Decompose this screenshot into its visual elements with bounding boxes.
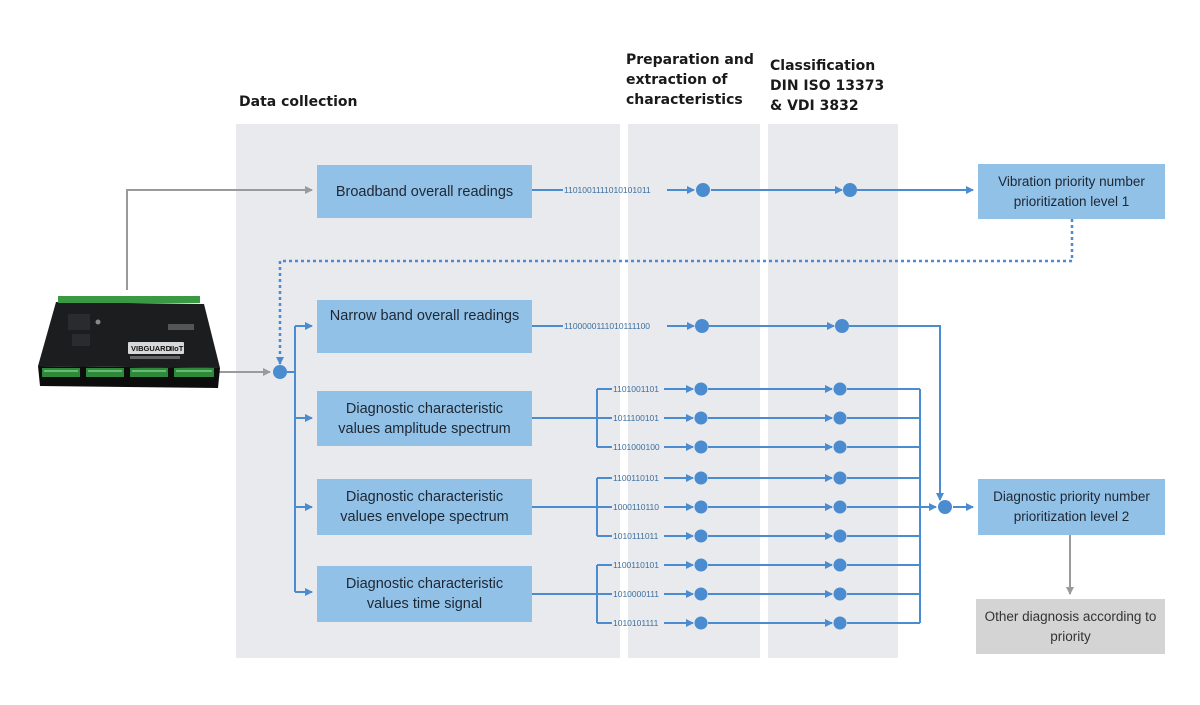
envelope-class-node-3: [833, 529, 847, 543]
amplitude-class-node-1: [833, 382, 847, 396]
device-to-broadband-line: [126, 186, 313, 290]
data-collection-header: Data collection: [239, 94, 358, 110]
time-signal-flow: [532, 565, 598, 623]
amplitude-spectrum-box: Diagnostic characteristic values amplitu…: [317, 391, 532, 446]
envelope-class-node-2: [833, 500, 847, 514]
time_signal-class-node-3: [833, 616, 847, 630]
narrow-prep-node: [695, 319, 709, 333]
narrow-bitcode: 1100000111010111100: [564, 321, 650, 331]
preparation-header: Preparation and extraction of characteri…: [626, 52, 754, 108]
amplitude-prep-node-2: [694, 411, 708, 425]
envelope-bitcode-3: 1010111011: [613, 531, 659, 541]
amplitude-class-node-3: [833, 440, 847, 454]
merge-junction: [938, 500, 952, 514]
broadband-class-node: [843, 183, 857, 197]
amplitude-class-node-2: [833, 411, 847, 425]
broadband-readings-box: Broadband overall readings: [317, 165, 532, 218]
input-hub-junction: [273, 365, 287, 379]
amplitude-prep-node-3: [694, 440, 708, 454]
envelope-bitcode-2: 1000110110: [613, 502, 659, 512]
amplitude-bitcode-3: 1101000100: [613, 442, 660, 452]
amplitude-prep-node-1: [694, 382, 708, 396]
envelope-prep-node-2: [694, 500, 708, 514]
sub-rows: 1101001101 1011100101 1101000100 1100110101…: [597, 382, 920, 630]
time_signal-class-node-1: [833, 558, 847, 572]
priority-level2-box: Diagnostic priority number prioritizatio…: [978, 479, 1165, 535]
device-brand-label: VIBGUARD: [131, 344, 172, 353]
other-diagnosis-box: Other diagnosis according to priority: [976, 599, 1165, 654]
amplitude-bitcode-2: 1011100101: [613, 413, 659, 423]
narrow-band-readings-box: Narrow band overall readings: [317, 300, 532, 353]
time-signal-box: Diagnostic characteristic values time si…: [317, 566, 532, 622]
time_signal-bitcode-1: 1100110101: [613, 560, 659, 570]
time_signal-bitcode-2: 1010000111: [613, 589, 659, 599]
envelope-spectrum-box: Diagnostic characteristic values envelop…: [317, 479, 532, 535]
narrow-flow: [532, 322, 944, 501]
feedback-dotted-line: [276, 219, 1074, 365]
envelope-class-node-1: [833, 471, 847, 485]
broadband-prep-node: [696, 183, 710, 197]
amplitude-bitcode-1: 1101001101: [613, 384, 659, 394]
device-model-label: IIoT: [170, 344, 184, 353]
time_signal-prep-node-1: [694, 558, 708, 572]
time_signal-bitcode-3: 1010101111: [613, 618, 659, 628]
time_signal-prep-node-3: [694, 616, 708, 630]
hub-distribution-lines: [287, 322, 313, 596]
envelope-prep-node-3: [694, 529, 708, 543]
envelope-flow: [532, 478, 598, 536]
vibguard-device-image: VIBGUARD IIoT: [38, 296, 220, 388]
time_signal-class-node-2: [833, 587, 847, 601]
priority-level1-box: Vibration priority number prioritization…: [978, 164, 1165, 219]
envelope-prep-node-1: [694, 471, 708, 485]
preparation-panel: [628, 124, 760, 658]
time_signal-prep-node-2: [694, 587, 708, 601]
narrow-class-node: [835, 319, 849, 333]
envelope-bitcode-1: 1100110101: [613, 473, 659, 483]
classification-panel: [768, 124, 898, 658]
amplitude-flow: [532, 389, 598, 447]
classification-header: Classification DIN ISO 13373 & VDI 3832: [770, 58, 885, 114]
broadband-bitcode: 1101001111010101011: [564, 185, 651, 195]
